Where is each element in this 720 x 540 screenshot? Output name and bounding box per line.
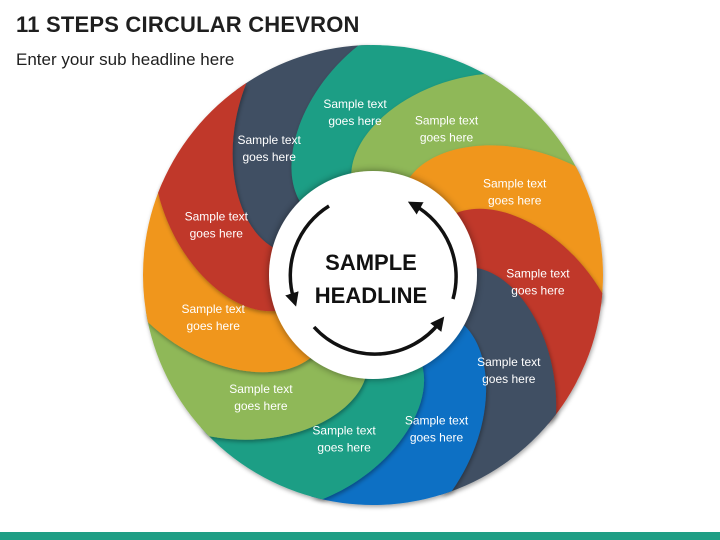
page-title: 11 STEPS CIRCULAR CHEVRON: [16, 12, 360, 37]
step-label-9-line2: goes here: [234, 399, 288, 413]
step-segment-7: [310, 320, 487, 505]
step-label-3-line1: Sample text: [415, 113, 479, 127]
page-subtitle: Enter your sub headline here: [16, 50, 235, 69]
circular-arrows-icon: [285, 201, 458, 356]
bottom-accent-bar: [0, 532, 720, 540]
step-label-4-line1: Sample text: [483, 177, 547, 191]
step-label-7-line1: Sample text: [405, 413, 469, 427]
step-label-5-line1: Sample text: [506, 267, 570, 281]
step-label-11-line2: goes here: [190, 226, 244, 240]
step-label-11-line1: Sample text: [185, 209, 249, 223]
step-segment-10: [143, 181, 317, 373]
step-segments: [143, 45, 603, 505]
step-label-1-line2: goes here: [243, 150, 297, 164]
step-label-8-line2: goes here: [317, 440, 371, 454]
step-label-5-line2: goes here: [511, 284, 565, 298]
step-label-7-line2: goes here: [410, 430, 464, 444]
step-label-6-line1: Sample text: [477, 355, 541, 369]
arrow-top-right: [407, 201, 458, 300]
step-label-1-line1: Sample text: [238, 133, 302, 147]
step-label-2-line1: Sample text: [323, 97, 387, 111]
step-label-8-line1: Sample text: [312, 423, 376, 437]
step-segment-11: [158, 82, 284, 312]
step-label-4-line2: goes here: [488, 194, 542, 208]
step-segment-9: [145, 310, 368, 440]
center-circle: [269, 171, 477, 379]
arrow-bottom: [312, 316, 445, 356]
step-label-3-line2: goes here: [420, 130, 474, 144]
step-segment-4: [405, 145, 603, 306]
step-label-10-line2: goes here: [187, 319, 241, 333]
step-label-9-line1: Sample text: [229, 382, 293, 396]
step-label-2-line2: goes here: [328, 114, 382, 128]
step-segment-6: [440, 267, 557, 495]
step-segment-5: [449, 208, 603, 424]
step-label-10-line1: Sample text: [182, 302, 246, 316]
step-segment-8: [200, 358, 425, 500]
step-segment-3: [351, 74, 582, 187]
step-label-6-line2: goes here: [482, 372, 536, 386]
center-headline-line1: SAMPLE: [325, 250, 417, 275]
center-headline-line2: HEADLINE: [315, 283, 427, 308]
arrow-top-left: [285, 204, 330, 307]
